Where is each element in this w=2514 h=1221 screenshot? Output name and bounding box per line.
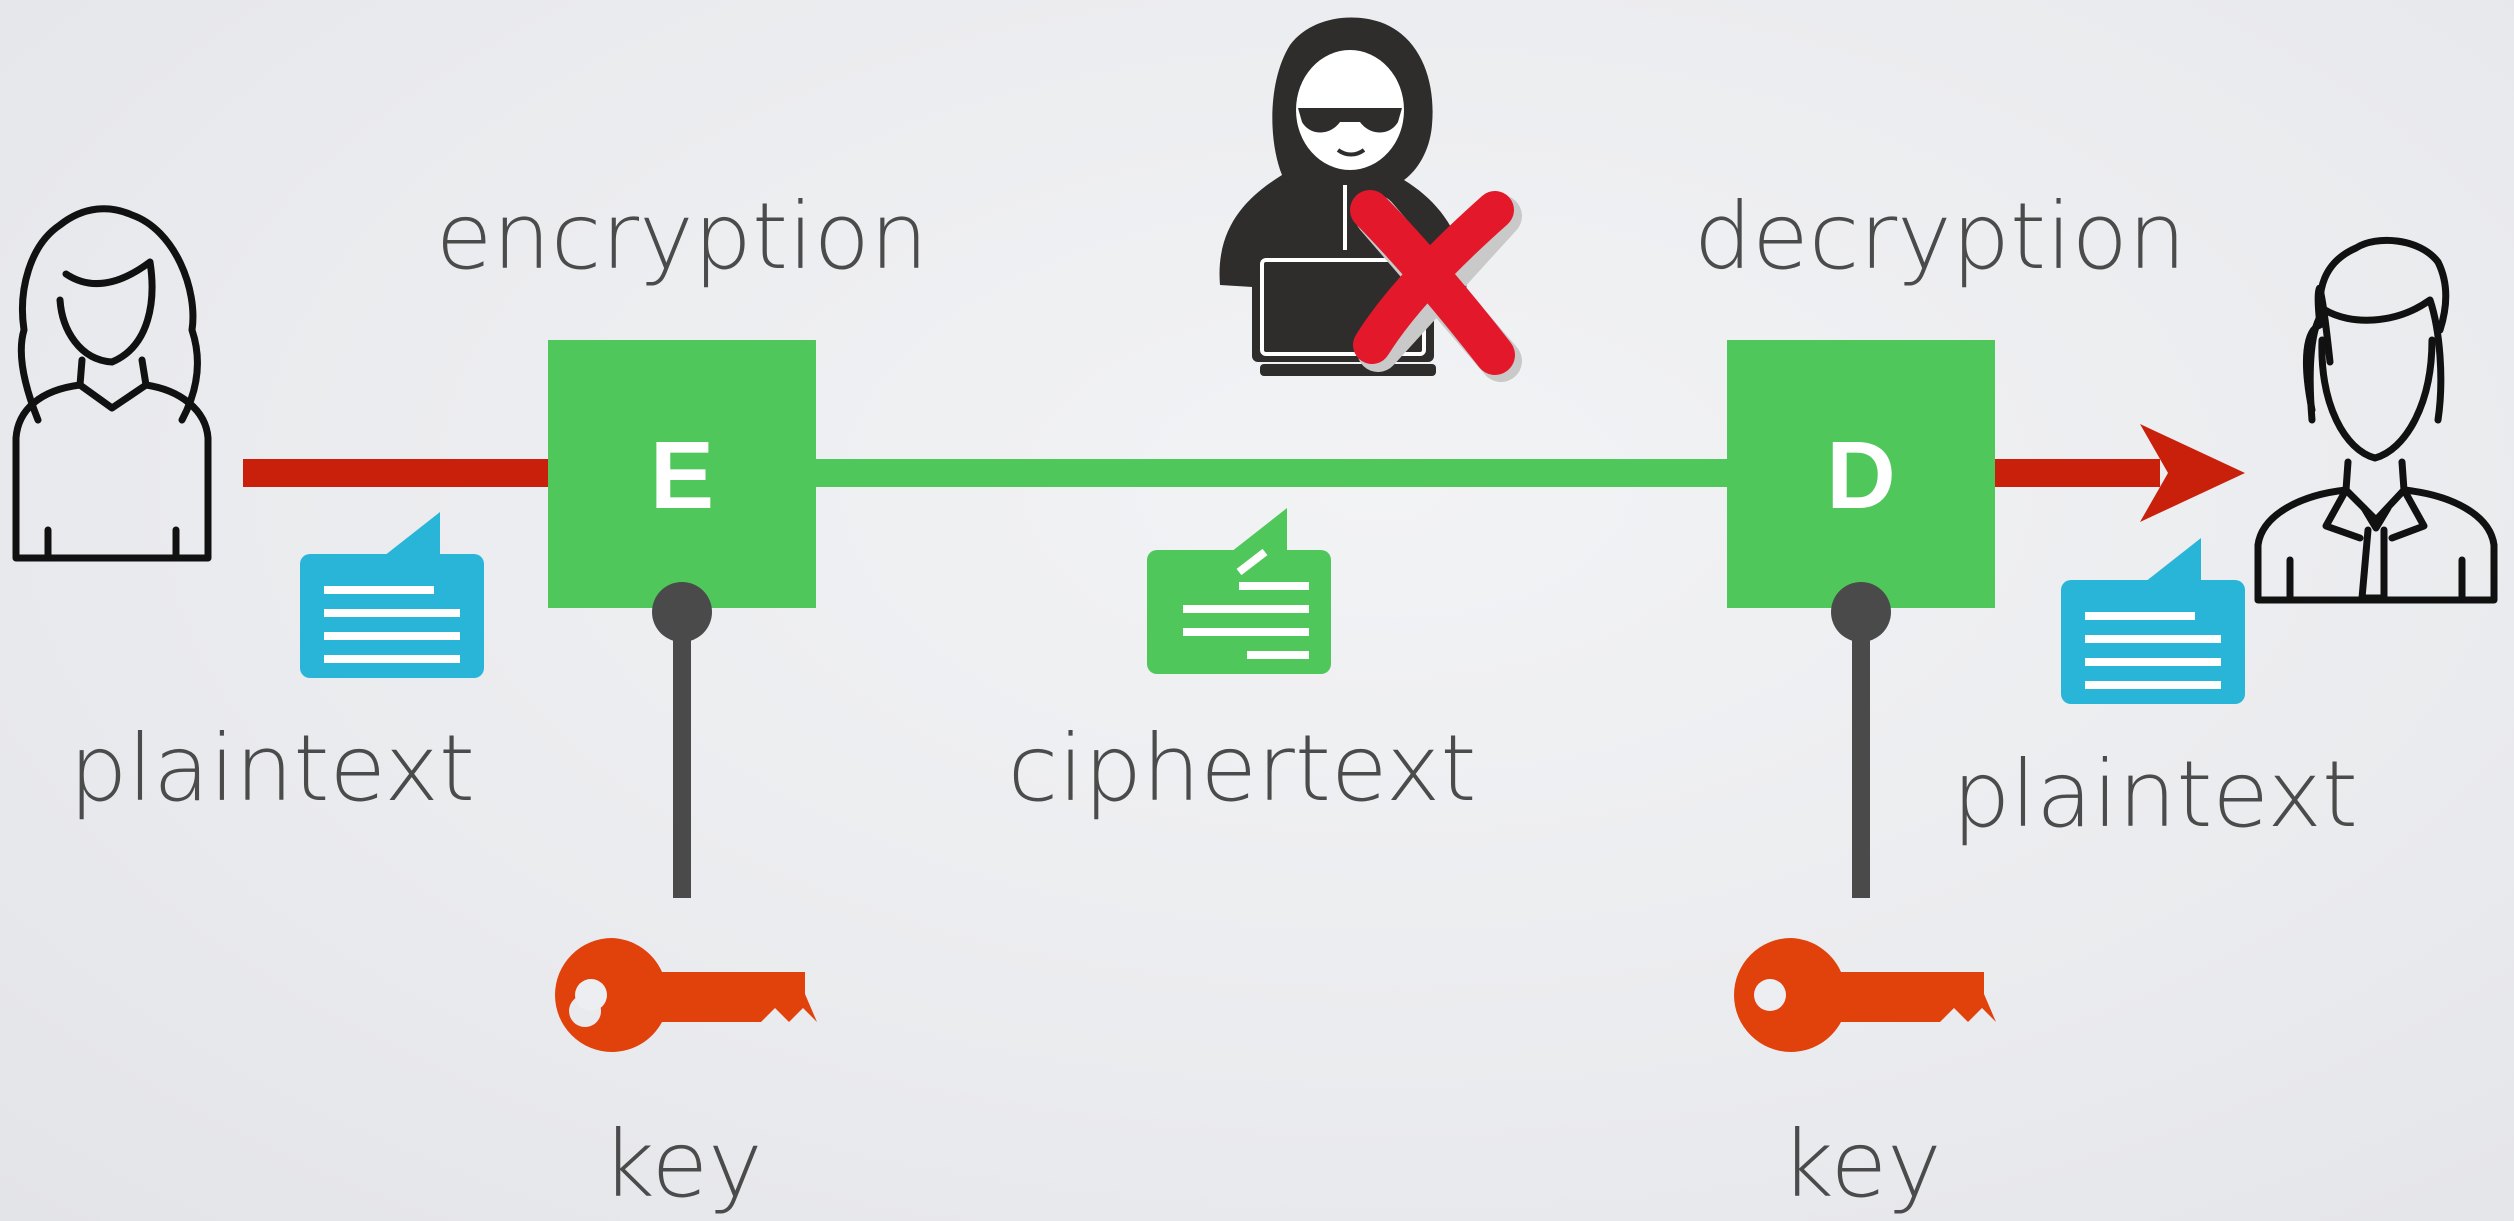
chat-bubble-icon [1147, 508, 1331, 674]
woman-user-icon [12, 205, 212, 562]
key-icon [555, 938, 817, 1052]
chat-bubble-icon [300, 512, 484, 678]
ciphertext-label: ciphertext [1008, 715, 1477, 822]
key-label-right: key [1780, 1111, 1941, 1218]
key-stem-right [1831, 582, 1891, 898]
red-x-icon [1350, 190, 1522, 382]
encryption-box [548, 340, 816, 608]
encryption-label: encryption [436, 183, 928, 290]
key-label-left: key [601, 1111, 762, 1218]
plaintext-label-right: plaintext [1952, 741, 2358, 848]
encryption-box-letter: E [650, 422, 714, 529]
key-stem-left [652, 582, 712, 898]
plaintext-label-left: plaintext [69, 715, 475, 822]
man-user-icon [2254, 236, 2498, 604]
decryption-box [1727, 340, 1995, 608]
decryption-label: decryption [1694, 183, 2186, 290]
key-icon [1734, 938, 1996, 1052]
decryption-box-letter: D [1826, 422, 1895, 529]
arrow-head [2140, 424, 2245, 522]
chat-bubble-icon [2061, 538, 2245, 704]
